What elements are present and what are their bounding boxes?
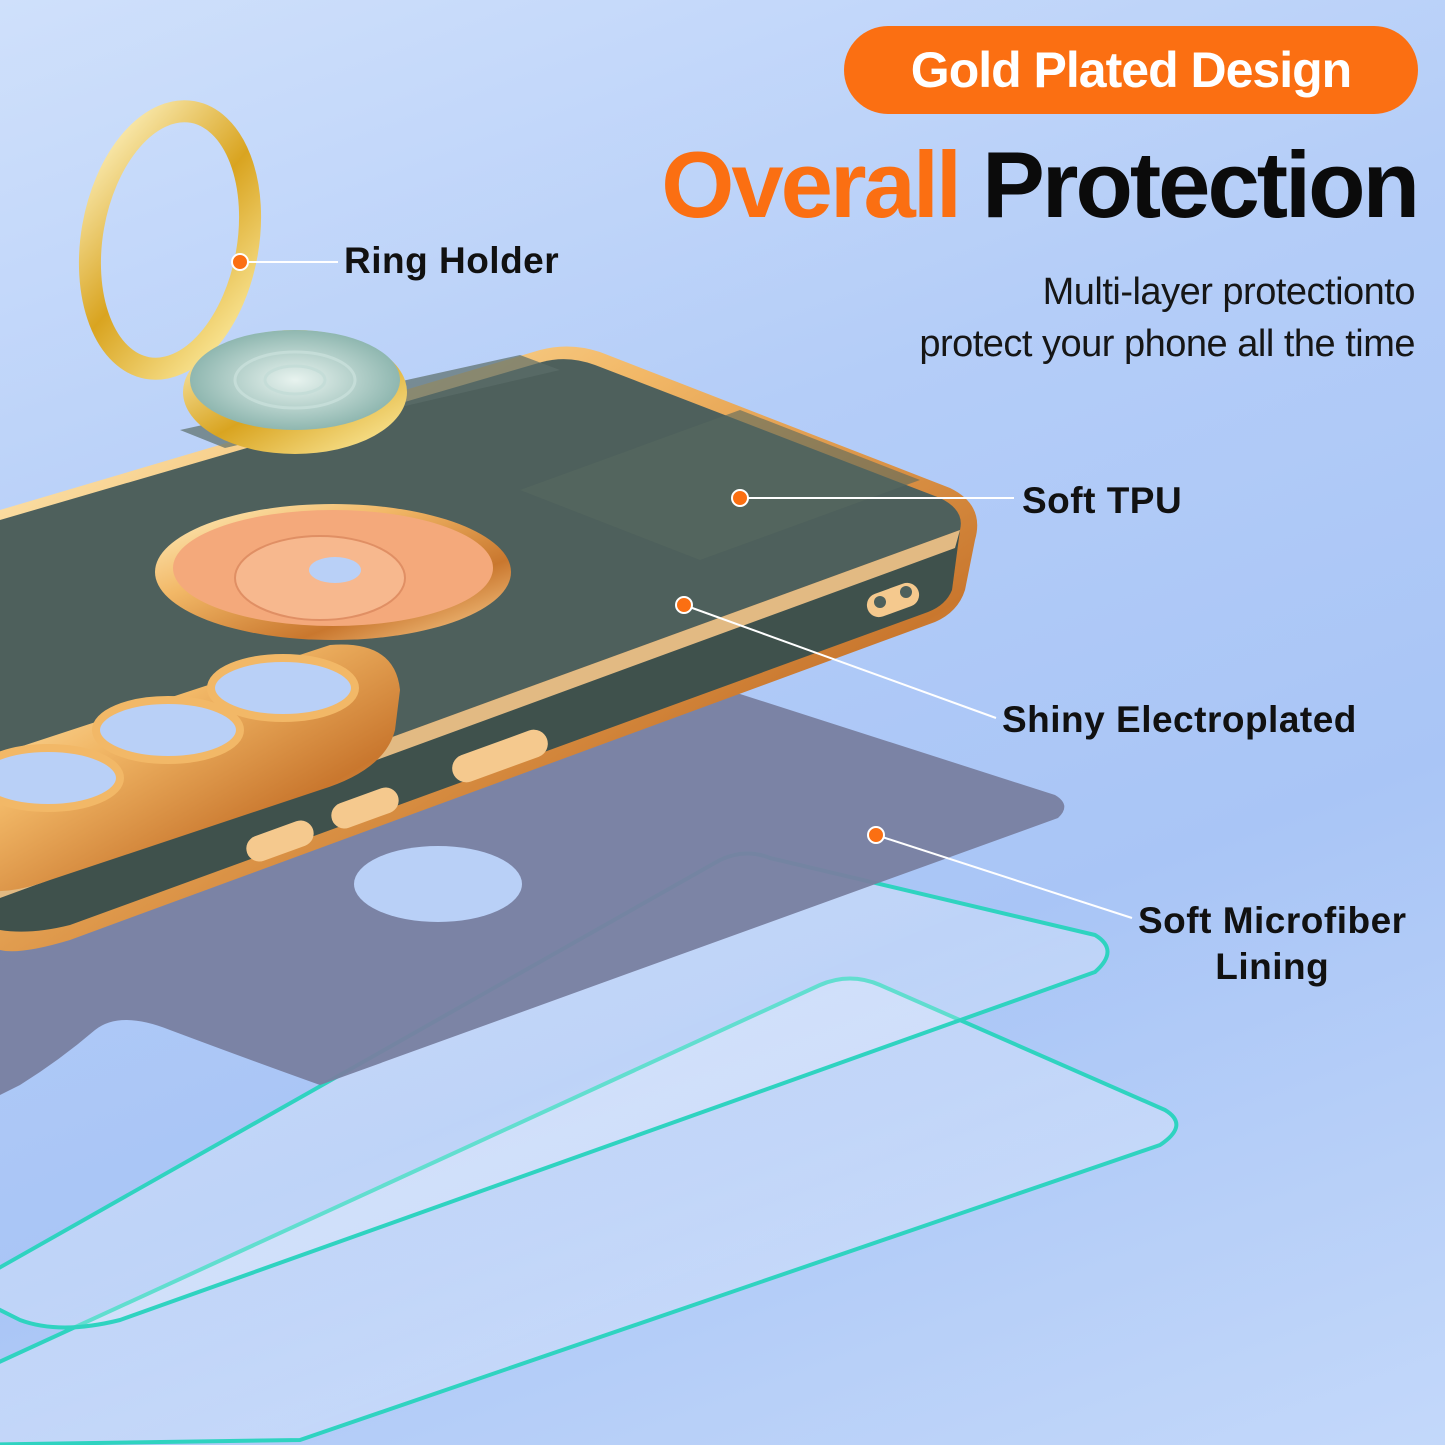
callout-dots (231, 253, 885, 844)
shiny-electroplated-label: Shiny Electroplated (1002, 699, 1357, 740)
gold-plated-design-badge: Gold Plated Design (844, 26, 1418, 114)
subtitle-line-1: Multi-layer protectionto (1042, 271, 1416, 313)
headline-accent: Overall (661, 132, 962, 237)
camera-cutouts (0, 644, 400, 892)
subtitle: Multi-layer protectionto protect your ph… (919, 266, 1415, 370)
soft-microfiber-lining-label: Soft Microfiber Lining (1138, 898, 1407, 991)
soft-tpu-label: Soft TPU (1022, 480, 1183, 521)
subtitle-line-2: protect your phone all the time (919, 323, 1415, 365)
soft-microfiber-label-line-2: Lining (1215, 946, 1330, 988)
magnetic-plate (155, 504, 511, 640)
callout-leaders (240, 261, 1133, 919)
side-buttons (246, 582, 920, 862)
ring-holder-label: Ring Holder (344, 240, 560, 281)
ring-holder (78, 100, 407, 454)
headline-main: Protection (982, 132, 1420, 237)
soft-microfiber-label-line-1: Soft Microfiber (1138, 900, 1407, 941)
headline: Overall Protection (661, 135, 1420, 235)
